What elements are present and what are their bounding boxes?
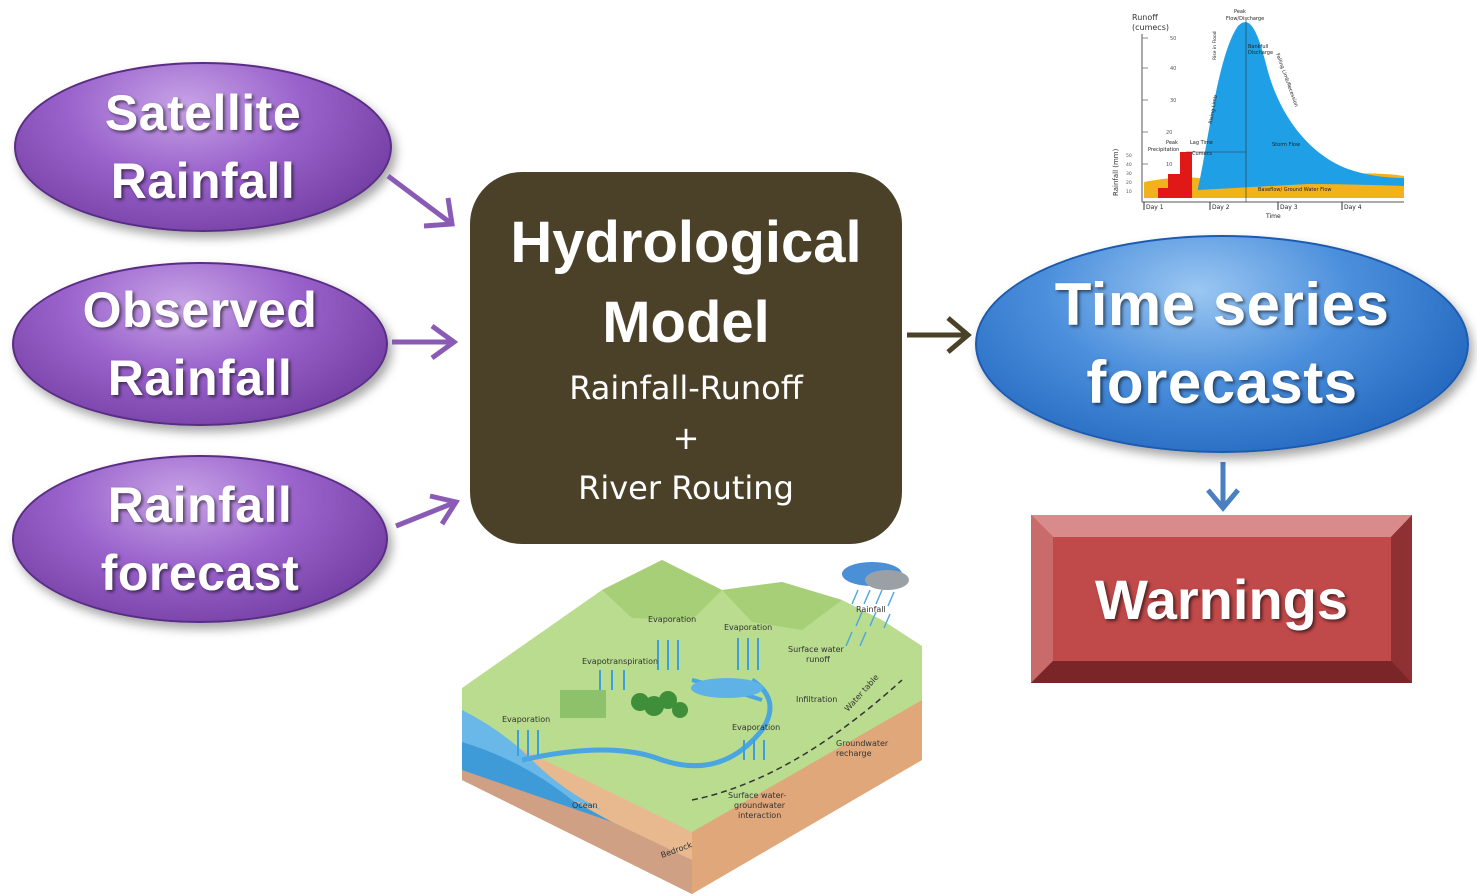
hydro-lag-time: Lag Time <box>1190 140 1213 146</box>
wc-evaporation-4: Evaporation <box>732 723 780 732</box>
hydro-bankfull-2: Discharge <box>1248 50 1273 56</box>
time-series-forecasts-node: Time series forecasts <box>975 235 1469 453</box>
arrow-observed-to-model <box>392 326 454 358</box>
hydro-peak-precip: Peak <box>1166 140 1178 146</box>
arrow-timeseries-to-warnings <box>1208 462 1238 508</box>
hydro-y-label-line1: Runoff <box>1132 13 1158 22</box>
wc-groundwater-1: Groundwater <box>836 739 889 748</box>
hydro-rise-in-flood: Rise in Flood <box>1212 31 1218 60</box>
hydro-day2: Day 2 <box>1212 204 1230 211</box>
model-sub-river-routing: River Routing <box>578 463 794 513</box>
hydro-storm-flow: Storm Flow <box>1272 142 1300 148</box>
hydro-baseflow-label: Baseflow/ Ground Water Flow <box>1258 187 1332 193</box>
rain-tick-30: 30 <box>1126 171 1132 177</box>
arrow-model-to-timeseries <box>907 318 968 352</box>
wc-surface-runoff-1: Surface water <box>788 645 845 654</box>
hydrograph-illustration: Runoff (cumecs) 50 40 30 20 10 Rainfall … <box>1108 4 1408 226</box>
hydro-ytick-30: 30 <box>1170 98 1176 104</box>
hydro-peak-flow-2: Flow/Discharge <box>1226 16 1264 22</box>
rain-tick-10: 10 <box>1126 189 1132 195</box>
model-title-line2: Model <box>602 283 770 363</box>
hydro-day3: Day 3 <box>1280 204 1298 211</box>
model-sub-rainfall-runoff: Rainfall-Runoff <box>569 363 803 413</box>
model-sub-plus: + <box>673 413 700 463</box>
hydro-day1: Day 1 <box>1146 204 1164 211</box>
rain-tick-50: 50 <box>1126 153 1132 159</box>
wc-evapotranspiration: Evapotranspiration <box>582 657 658 666</box>
hydro-ytick-20: 20 <box>1166 130 1172 136</box>
wc-infiltration: Infiltration <box>796 695 837 704</box>
hydro-ytick-50: 50 <box>1170 36 1176 42</box>
hydro-peak-flow: Peak <box>1234 9 1246 15</box>
hydro-x-title: Time <box>1265 213 1281 220</box>
warnings-label: Warnings <box>1031 515 1412 683</box>
hydro-ytick-40: 40 <box>1170 66 1176 72</box>
wc-interaction-2: groundwater <box>734 801 786 810</box>
rain-tick-20: 20 <box>1126 180 1132 186</box>
wc-evaporation-3: Evaporation <box>502 715 550 724</box>
hydro-peak-precip-2: Precipitation <box>1148 147 1179 153</box>
hydrological-model-box: Hydrological Model Rainfall-Runoff + Riv… <box>470 172 902 544</box>
rain-tick-40: 40 <box>1126 162 1132 168</box>
wc-groundwater-2: recharge <box>836 749 872 758</box>
wc-evaporation-2: Evaporation <box>724 623 772 632</box>
hydro-day4: Day 4 <box>1344 204 1362 211</box>
arrow-satellite-to-model <box>388 176 452 226</box>
hydro-ytick-10: 10 <box>1166 162 1172 168</box>
wc-rainfall: Rainfall <box>856 605 886 614</box>
arrow-forecast-to-model <box>396 496 456 526</box>
timeseries-line2: forecasts <box>1086 344 1357 422</box>
timeseries-line1: Time series <box>1055 266 1390 344</box>
wc-interaction-1: Surface water- <box>728 791 786 800</box>
wc-evaporation-1: Evaporation <box>648 615 696 624</box>
warnings-box: Warnings <box>1031 515 1412 683</box>
model-title-line1: Hydrological <box>510 203 861 283</box>
hydro-y-label-line2: (cumecs) <box>1132 23 1169 32</box>
hydro-rain-axis-label: Rainfall (mm) <box>1112 148 1120 196</box>
hydro-cumecs: Cumecs <box>1192 151 1212 157</box>
wc-interaction-3: interaction <box>738 811 781 820</box>
wc-ocean: Ocean <box>572 801 598 810</box>
water-cycle-illustration: Rainfall Evaporation Evaporation Evapotr… <box>462 560 922 894</box>
wc-surface-runoff-2: runoff <box>806 655 830 664</box>
